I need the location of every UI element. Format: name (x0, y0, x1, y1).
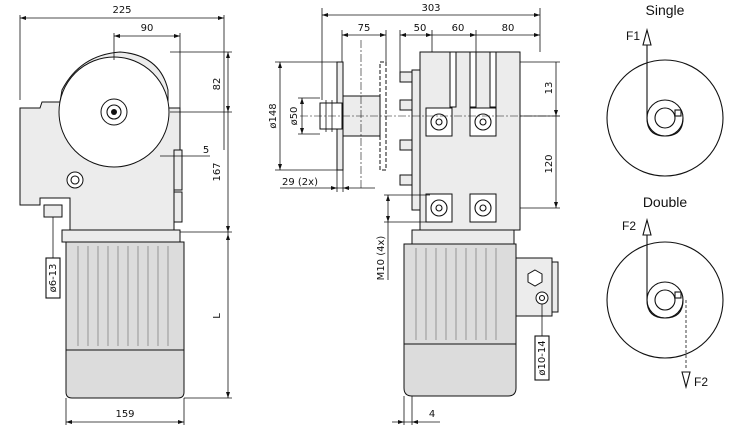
hub-inner (106, 104, 122, 120)
fan-cover (65, 349, 185, 399)
stud-4 (399, 174, 413, 186)
motor-body (65, 241, 185, 351)
bolt-bottom-right (469, 193, 497, 223)
front-motor-body (403, 243, 517, 345)
motor-fins (77, 246, 169, 346)
double-drum-bore (654, 289, 676, 311)
terminal-box-lid (551, 261, 559, 313)
single-rope (646, 45, 684, 137)
cable-gland (43, 204, 63, 218)
single-arrow-up (642, 27, 652, 46)
single-drum-hub (646, 99, 684, 137)
single-title: Single (646, 2, 685, 18)
side-view: 225 90 82 5 167 L (19, 5, 232, 425)
double-arrow-up (642, 217, 652, 236)
bolt-top-left (425, 107, 453, 137)
dim-120: 120 (544, 154, 555, 173)
dim-50: 50 (414, 23, 427, 34)
hub-center (111, 109, 117, 115)
double-force-label-top: F2 (622, 219, 636, 233)
dim-dia50: ø50 (289, 107, 300, 126)
double-rope-up (646, 235, 684, 319)
dim-dia148: ø148 (268, 103, 279, 128)
front-gearbox-flange (411, 69, 421, 211)
dim-90: 90 (141, 23, 154, 34)
single-force-label: F1 (626, 29, 640, 43)
dim-167: 167 (212, 162, 223, 181)
double-rope-diagram: Double F2 F2 (606, 194, 724, 390)
double-drum-outer (606, 241, 724, 359)
rib-2 (469, 51, 477, 108)
dim-303: 303 (421, 3, 440, 14)
dim-gland-side: ø6-13 (48, 264, 59, 293)
stud-1 (399, 71, 413, 83)
double-key (674, 291, 682, 299)
motor-flange (61, 229, 181, 243)
dim-159: 159 (115, 409, 134, 420)
bolt-bottom-left (425, 193, 453, 223)
stud-3 (399, 139, 413, 151)
dim-5: 5 (203, 145, 209, 156)
dim-82: 82 (212, 78, 223, 91)
stud-2 (399, 99, 413, 111)
dim-29-2x: 29 (2x) (282, 177, 318, 188)
double-drum-hub (646, 281, 684, 319)
dim-225: 225 (112, 5, 131, 16)
rib-3 (489, 51, 497, 108)
hex-plug (527, 269, 543, 287)
front-motor-flange (411, 229, 515, 245)
front-gland (535, 291, 549, 305)
terminal-screw-inner (70, 175, 80, 185)
dim-L: L (212, 313, 223, 319)
bolt-top-right (469, 107, 497, 137)
single-drum-outer (606, 59, 724, 177)
dim-60: 60 (452, 23, 465, 34)
single-key (674, 109, 682, 117)
rib-1 (449, 51, 457, 108)
dim-80: 80 (502, 23, 515, 34)
single-rope-diagram: Single F1 (606, 2, 724, 177)
double-title: Double (643, 194, 688, 210)
dim-4: 4 (429, 409, 435, 420)
double-force-label-bottom: F2 (694, 375, 708, 389)
double-arrow-down (681, 371, 691, 390)
dim-75: 75 (358, 23, 371, 34)
terminal-box (515, 257, 553, 317)
side-flange-bottom (173, 191, 183, 223)
dim-M10-4x: M10 (4x) (376, 236, 387, 281)
front-view: 303 75 50 60 80 ø148 ø50 (268, 3, 560, 425)
front-fan-cover (403, 343, 517, 397)
dim-dia10-14: ø10-14 (537, 340, 548, 375)
front-motor-fins (415, 248, 497, 340)
side-flange-top (173, 149, 183, 191)
gland-label-box-front (534, 335, 550, 381)
dim-13: 13 (544, 82, 555, 95)
gland-label-box (45, 257, 61, 299)
single-drum-bore (654, 107, 676, 129)
terminal-screw-outer (66, 171, 84, 189)
